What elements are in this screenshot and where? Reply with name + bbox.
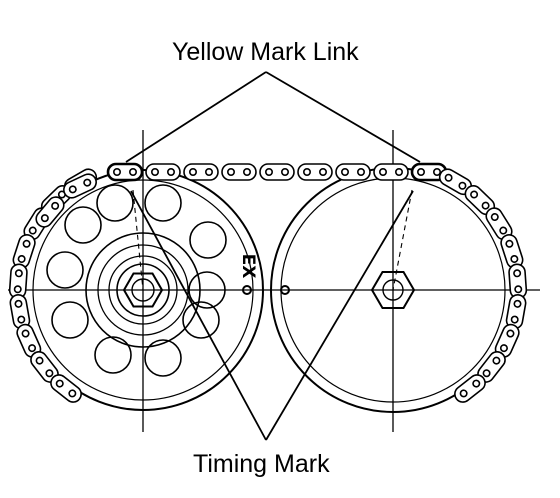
left-hub-outer xyxy=(85,232,201,348)
leader-timing-mark-right xyxy=(265,190,414,441)
sprocket-lightening-holes xyxy=(46,184,227,377)
right-bolt-center xyxy=(382,279,404,301)
timing-chain xyxy=(8,162,528,403)
lightening-hole xyxy=(46,251,84,289)
ex-timing-mark-dot xyxy=(242,285,252,295)
chain-link xyxy=(297,163,333,181)
chain-link xyxy=(508,263,528,300)
chain-link xyxy=(9,294,31,330)
chain-link xyxy=(335,163,371,181)
lightening-hole xyxy=(188,271,226,309)
exhaust-camshaft-sprocket: EX xyxy=(22,169,264,411)
chain-link xyxy=(500,234,524,269)
lightening-hole xyxy=(96,184,134,222)
in-timing-mark-dot xyxy=(280,285,290,295)
callout-leader-lines xyxy=(125,71,421,441)
yellow-mark-chain-link xyxy=(106,162,144,182)
leader-yellow-link-left xyxy=(125,71,267,163)
chain-link xyxy=(259,163,295,181)
lightening-hole xyxy=(182,301,220,339)
chain-link xyxy=(485,207,513,241)
timing-reference-lines xyxy=(132,189,413,291)
chain-link xyxy=(505,294,527,330)
chain-link xyxy=(183,163,219,181)
chain-link xyxy=(477,351,506,383)
ex-label: EX xyxy=(238,254,258,279)
chain-link xyxy=(373,163,409,181)
lightening-hole xyxy=(144,184,182,222)
lightening-hole xyxy=(189,221,227,259)
lightening-hole xyxy=(144,339,182,377)
timing-mark-label: Timing Mark xyxy=(193,450,330,478)
chain-link xyxy=(221,163,257,181)
left-hub-mid xyxy=(97,244,189,336)
lightening-hole xyxy=(64,206,102,244)
chain-link xyxy=(454,374,486,403)
leader-yellow-link-right xyxy=(265,71,421,163)
right-bolt-head xyxy=(370,271,416,309)
leader-timing-mark-left xyxy=(130,190,267,441)
chain-link xyxy=(464,185,496,216)
chain-link xyxy=(35,196,65,228)
chain-link xyxy=(494,323,520,358)
chain-link xyxy=(8,263,28,300)
lightening-hole xyxy=(94,336,132,374)
yellow-mark-link-label: Yellow Mark Link xyxy=(172,38,359,66)
left-bolt-head xyxy=(122,272,164,308)
left-hub-inner xyxy=(108,255,178,325)
chain-link xyxy=(63,173,97,199)
lightening-hole xyxy=(51,301,89,339)
chain-link xyxy=(145,163,181,181)
left-sprocket-inner-rim xyxy=(32,179,254,401)
left-bolt-center xyxy=(131,278,155,302)
left-washer xyxy=(116,263,170,317)
chain-link xyxy=(50,374,82,403)
